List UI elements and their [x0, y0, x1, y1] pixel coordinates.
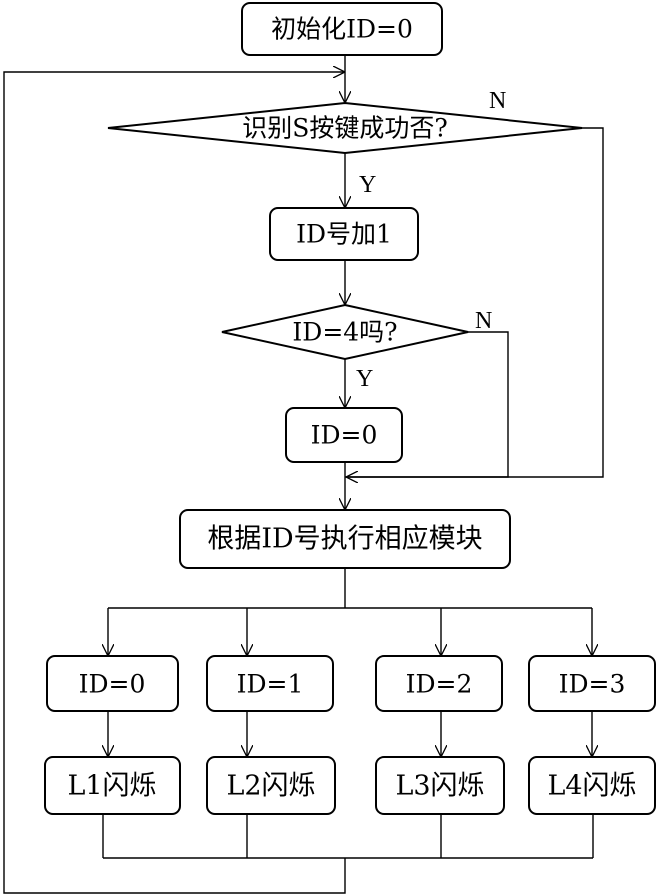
decision-s-key-label: 识别S按键成功否?: [242, 114, 448, 143]
branch-id-label-0: ID=0: [79, 670, 146, 699]
branch-action-box-1: [206, 756, 336, 815]
increment-box: [269, 207, 419, 261]
edge-loop-back: [3, 72, 346, 894]
edge-no-s-key: [345, 127, 604, 478]
increment-label: ID号加1: [296, 220, 392, 249]
branch-action-label-2: L3闪烁: [395, 771, 484, 802]
no-label-2: N: [475, 308, 492, 334]
branch-action-box-3: [528, 756, 656, 815]
branch-id-box-2: [375, 655, 503, 712]
edge-no-id4: [347, 331, 509, 477]
start-label: 初始化ID=0: [271, 15, 413, 44]
branch-action-box-0: [44, 756, 181, 815]
decision-id4-label: ID=4吗?: [292, 318, 397, 347]
yes-label-1: Y: [359, 172, 376, 198]
start-box: [241, 2, 443, 56]
reset-box: [285, 407, 403, 463]
branch-action-label-3: L4闪烁: [547, 771, 636, 802]
yes-label-2: Y: [356, 366, 373, 392]
branch-action-label-0: L1闪烁: [67, 771, 156, 802]
branch-id-label-1: ID=1: [237, 670, 304, 699]
no-label-1: N: [489, 88, 506, 114]
branch-id-box-0: [46, 655, 179, 712]
branch-id-box-1: [206, 655, 334, 712]
branch-id-label-3: ID=3: [559, 670, 626, 699]
branch-action-label-1: L2闪烁: [226, 771, 315, 802]
dispatch-label: 根据ID号执行相应模块: [207, 524, 482, 555]
branch-id-label-2: ID=2: [406, 670, 473, 699]
reset-label: ID=0: [311, 421, 378, 450]
branch-action-box-2: [375, 756, 505, 815]
